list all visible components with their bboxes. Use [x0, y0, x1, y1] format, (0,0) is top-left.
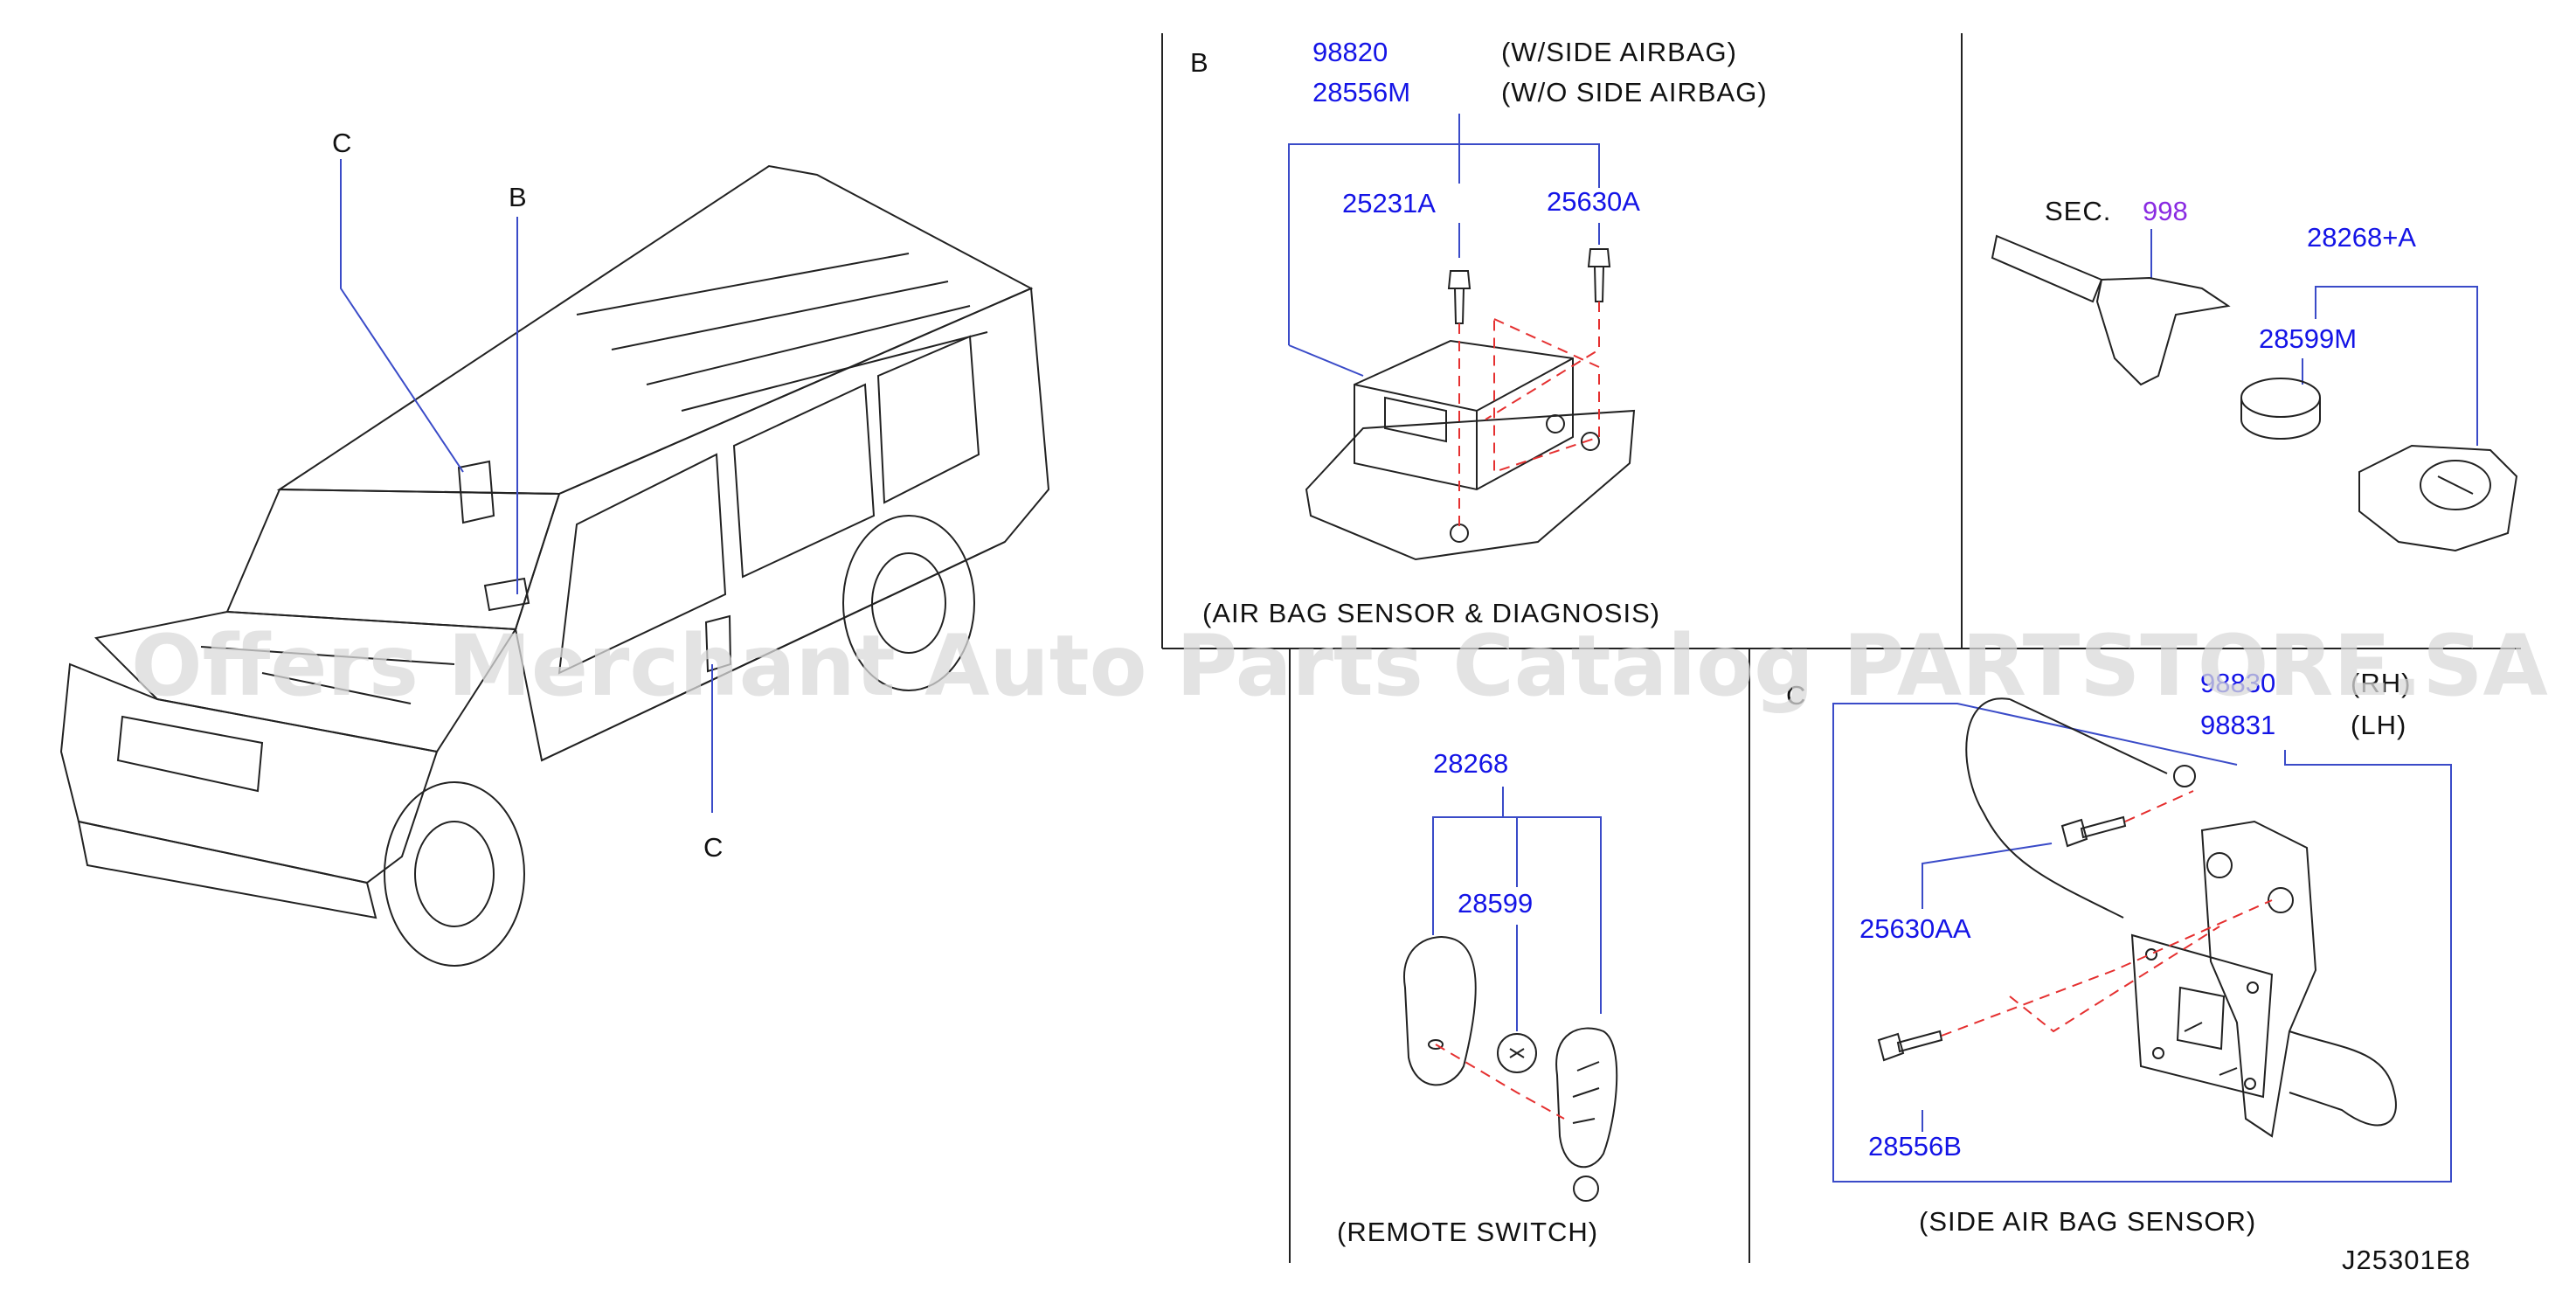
remote-leaders	[1432, 787, 1602, 1031]
remote-battery-icon	[1497, 1033, 1537, 1073]
part-25630a: 25630A	[1547, 186, 1640, 217]
vehicle-leaders	[340, 159, 713, 813]
part-25231a: 25231A	[1342, 188, 1436, 218]
side-sensor-bracket	[2130, 820, 2317, 1138]
callout-c-upper: C	[332, 128, 352, 158]
remote-phantom	[1435, 1044, 1565, 1120]
remote-caption: (REMOTE SWITCH)	[1337, 1217, 1598, 1247]
note-without-side-airbag: (W/O SIDE AIRBAG)	[1501, 77, 1768, 108]
part-28556b: 28556B	[1868, 1131, 1962, 1162]
part-28268: 28268	[1433, 748, 1508, 779]
part-28556m: 28556M	[1312, 77, 1410, 108]
part-28599: 28599	[1458, 888, 1533, 919]
part-25630aa: 25630AA	[1859, 913, 1971, 944]
sec-label: SEC.	[2045, 196, 2111, 226]
remote-transmitter-icon	[1555, 1027, 1618, 1202]
vehicle-illustration	[59, 164, 1050, 967]
watermark: Offers Merchant Auto Parts Catalog PARTS…	[131, 617, 2548, 715]
key-blade-icon	[1991, 234, 2231, 386]
note-lh: (LH)	[2351, 710, 2406, 740]
side-sensor-phantoms	[1941, 790, 2273, 1037]
diagram-id: J25301E8	[2342, 1245, 2471, 1275]
callout-b: B	[509, 182, 528, 212]
part-98831: 98831	[2200, 710, 2275, 740]
section-c-frame	[1832, 703, 2452, 1183]
section-b-leaders	[1288, 114, 1600, 377]
sensor-harness	[1965, 697, 2397, 1127]
key-leaders	[2150, 229, 2478, 446]
callout-c-lower: C	[703, 832, 724, 863]
panel-dividers	[1161, 33, 2521, 1263]
part-28268-plus-a: 28268+A	[2307, 222, 2416, 253]
side-sensor-bolts	[1877, 815, 2127, 1062]
section-b-caption: (AIR BAG SENSOR & DIAGNOSIS)	[1202, 598, 1660, 628]
key-head-icon	[2358, 444, 2518, 552]
part-28599m: 28599M	[2259, 323, 2357, 354]
coin-battery-icon	[2240, 378, 2321, 440]
remote-cover-icon	[1402, 936, 1477, 1086]
section-c-caption: (SIDE AIR BAG SENSOR)	[1919, 1206, 2256, 1237]
part-98820: 98820	[1312, 37, 1388, 67]
section-c-letter: C	[1786, 680, 1806, 711]
note-rh: (RH)	[2351, 668, 2411, 698]
section-b-letter: B	[1190, 47, 1209, 78]
airbag-sensor-unit	[1305, 248, 1636, 561]
sec-998-ref: 998	[2143, 196, 2188, 226]
note-with-side-airbag: (W/SIDE AIRBAG)	[1501, 37, 1737, 67]
part-98830: 98830	[2200, 668, 2275, 698]
